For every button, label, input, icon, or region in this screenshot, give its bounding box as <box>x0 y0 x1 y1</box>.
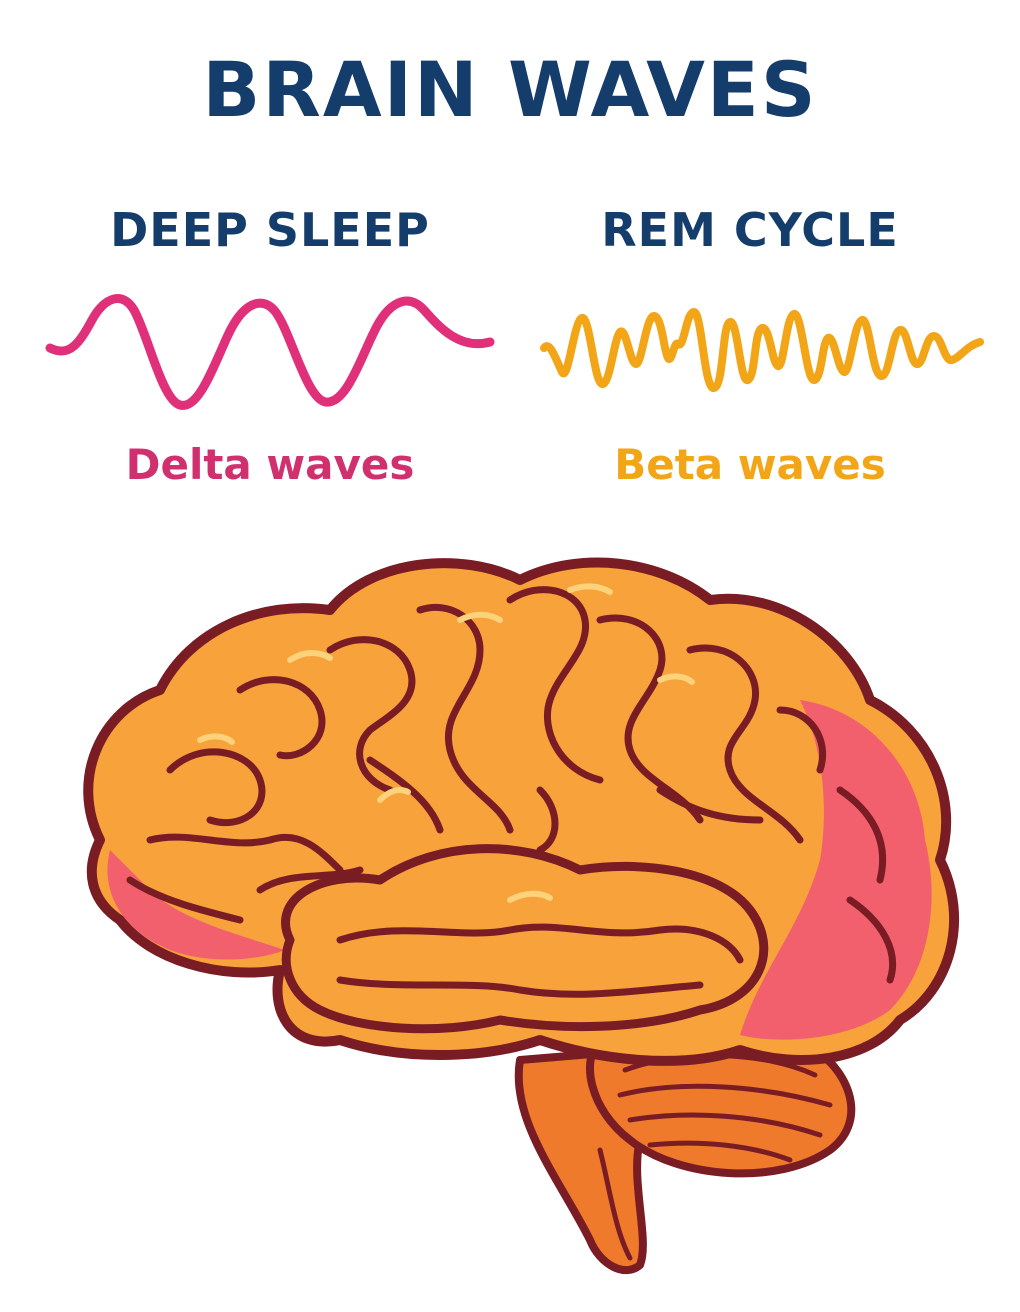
deep-sleep-heading: DEEP SLEEP <box>110 203 430 257</box>
beta-wave-icon <box>540 308 984 393</box>
brain-icon <box>83 557 960 1274</box>
deep-sleep-panel: DEEP SLEEP Delta waves <box>30 195 510 505</box>
rem-cycle-heading: REM CYCLE <box>601 203 899 257</box>
page-title: BRAIN WAVES <box>202 45 818 134</box>
occipital-region <box>740 700 932 1040</box>
brain-illustration <box>40 540 980 1300</box>
beta-waves-caption: Beta waves <box>614 440 886 489</box>
rem-cycle-panel: REM CYCLE Beta waves <box>510 195 990 505</box>
delta-waves-caption: Delta waves <box>125 440 415 489</box>
frontal-lower-region <box>107 850 285 960</box>
delta-wave-icon <box>45 294 495 410</box>
